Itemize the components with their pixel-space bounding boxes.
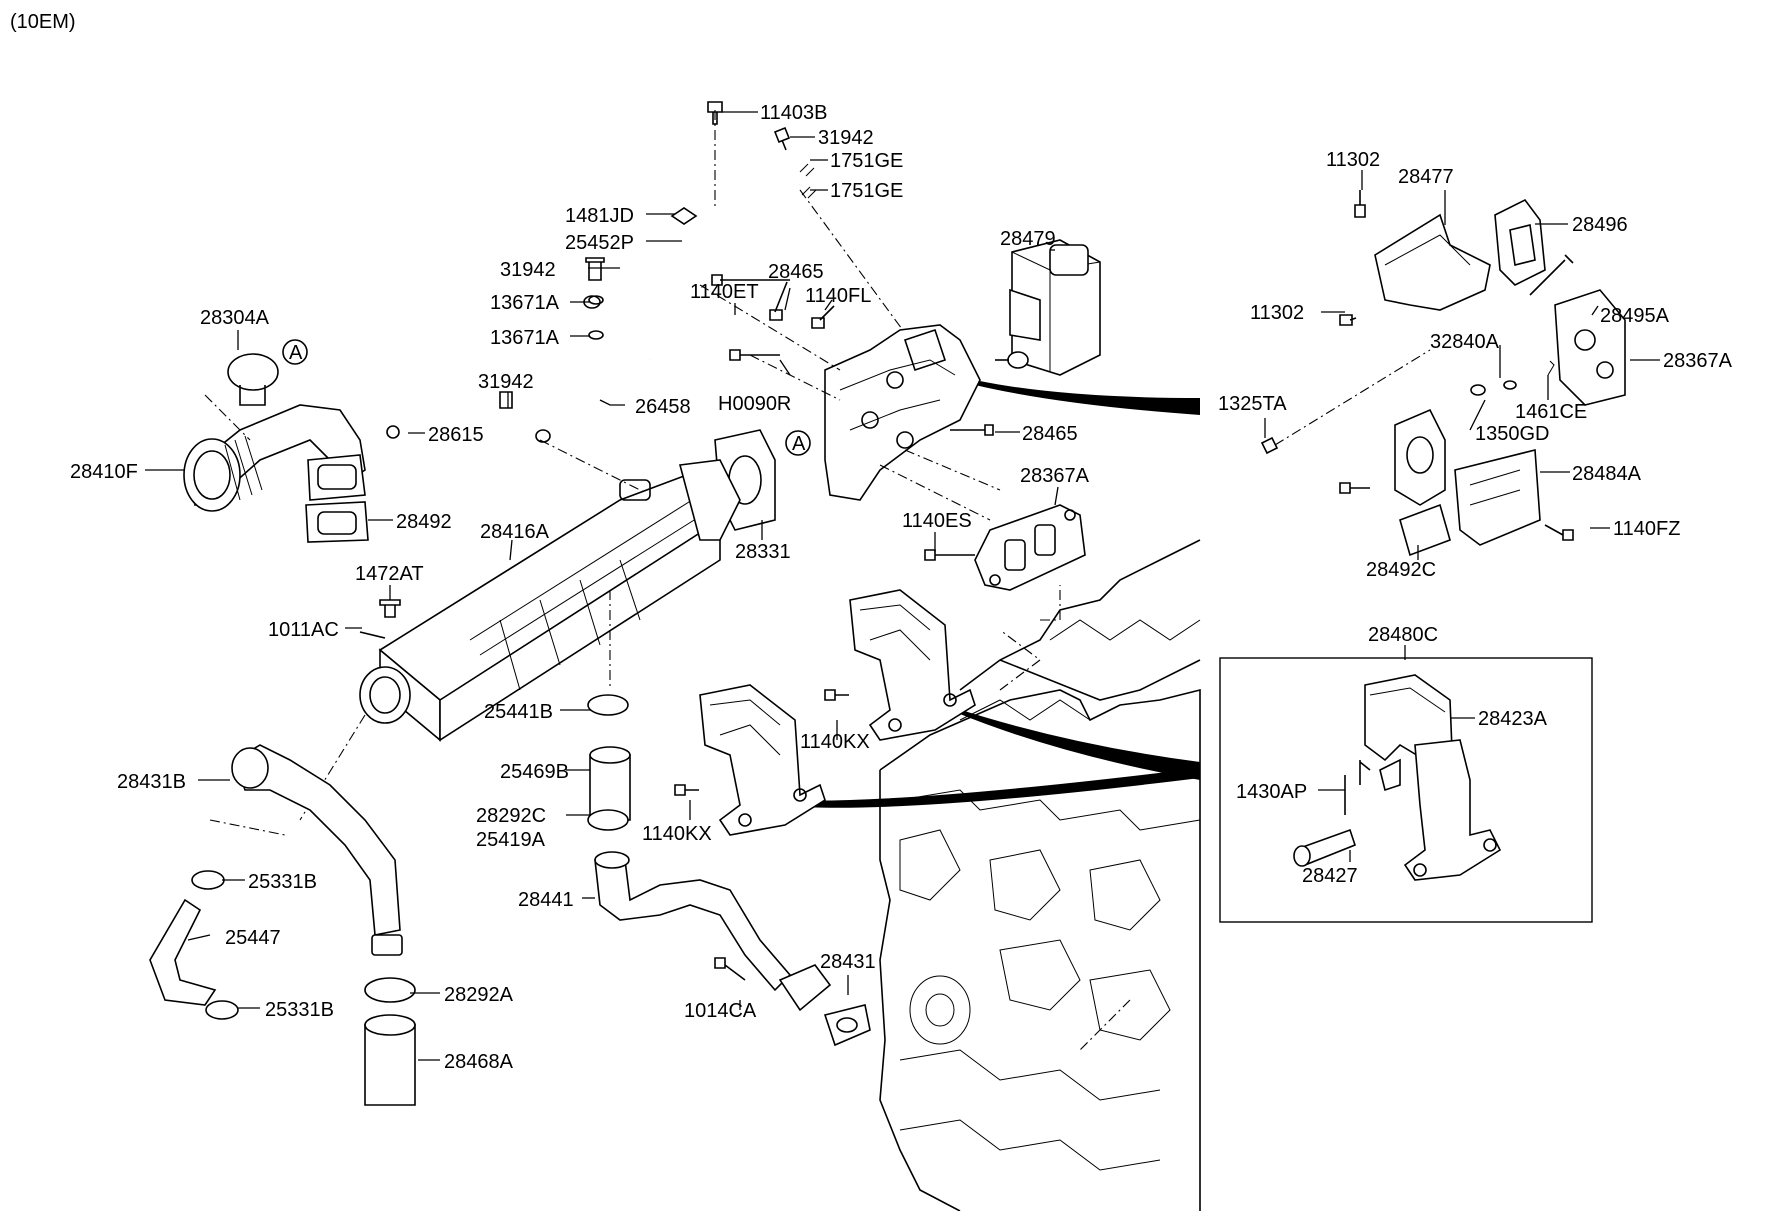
part-number-label: 26458 [635,396,691,418]
part-number-label: 1140ET [690,281,759,303]
part-number-label: 28477 [1398,166,1454,188]
part-number-label: 28468A [444,1051,514,1073]
part-number-label: 28479 [1000,228,1056,250]
part-number-label: 25441B [484,701,553,723]
egr-valve-drawing [699,274,1001,521]
part-number-label: 28304A [200,307,270,329]
part-number-label: H0090R [718,393,791,415]
part-number-label: 1325TA [1218,393,1287,415]
part-number-label: 1751GE [830,150,903,172]
part-number-label: 28431 [820,951,876,973]
part-number-labels: 11403B 31942 1751GE 1751GE 1481JD 25452P… [70,102,1733,1073]
leader-lines [145,111,1660,1061]
part-number-label: 28331 [735,541,791,563]
intake-pipe-28410F-drawing [183,353,400,543]
part-number-label: 28480C [1368,624,1438,646]
reference-markers [282,339,811,456]
mount-brackets-drawing [674,585,1061,836]
egr-actuator-drawing [995,239,1101,376]
reference-marker-a: A [792,433,806,455]
egr-hoses-drawing [149,744,416,1106]
part-number-label: 1350GD [1475,423,1550,445]
part-number-label: 25331B [248,871,317,893]
part-number-label: 31942 [478,371,534,393]
part-number-label: 25419A [476,829,546,851]
part-number-label: 28492 [396,511,452,533]
part-number-label: 28615 [428,424,484,446]
part-number-label: 11302 [1326,149,1380,171]
part-number-label: 28410F [70,461,138,483]
part-number-label: 11403B [760,102,827,124]
part-number-label: 1472AT [355,563,424,585]
part-number-label: 11302 [1250,302,1304,324]
part-number-label: 13671A [490,327,560,349]
part-number-label: 1014CA [684,1000,757,1022]
egr-pipe-drawing [499,101,911,521]
part-number-label: 28441 [518,889,574,911]
part-number-label: 31942 [500,259,556,281]
part-number-label: 28423A [1478,708,1548,730]
part-number-label: 25331B [265,999,334,1021]
part-number-label: 31942 [818,127,874,149]
part-number-label: 32840A [1430,331,1500,353]
part-number-label: 28367A [1663,350,1733,372]
part-number-label: 28431B [117,771,186,793]
diagram-code: (10EM) [10,11,76,33]
part-number-label: 13671A [490,292,560,314]
part-number-label: 28465 [1022,423,1078,445]
clamps-and-pipe-28441-drawing [587,694,871,1047]
part-number-label: 25447 [225,927,281,949]
reference-arrows [785,380,1200,808]
part-number-label: 1430AP [1236,781,1307,803]
part-number-label: 28367A [1020,465,1090,487]
part-number-label: 1140FZ [1613,518,1680,540]
part-number-label: 28465 [768,261,824,283]
part-number-label: 28292A [444,984,514,1006]
part-number-label: 28427 [1302,865,1358,887]
part-number-label: 28495A [1600,305,1670,327]
part-number-label: 1140ES [902,510,972,532]
reference-marker-a: A [289,342,303,364]
part-number-label: 25469B [500,761,569,783]
part-number-label: 1011AC [268,619,339,641]
inset-28480C-drawing [1219,657,1593,923]
part-number-label: 28484A [1572,463,1642,485]
egr-housing-assembly-drawing [1260,190,1626,557]
part-number-label: 28292C [476,805,546,827]
part-number-label: 28416A [480,521,550,543]
part-number-label: 25452P [565,232,634,254]
part-number-label: 1140FL [805,285,871,307]
egr-cooler-drawing [299,459,741,821]
part-number-label: 1461CE [1515,401,1587,423]
part-number-label: 28496 [1572,214,1628,236]
gasket-plate-28367A-drawing [924,504,1086,591]
part-number-label: 28492C [1366,559,1436,581]
part-number-label: 1140KX [800,731,870,753]
part-number-label: 1481JD [565,205,634,227]
part-number-label: 1140KX [642,823,712,845]
part-number-label: 1751GE [830,180,903,202]
engine-block-drawing [879,539,1201,1211]
